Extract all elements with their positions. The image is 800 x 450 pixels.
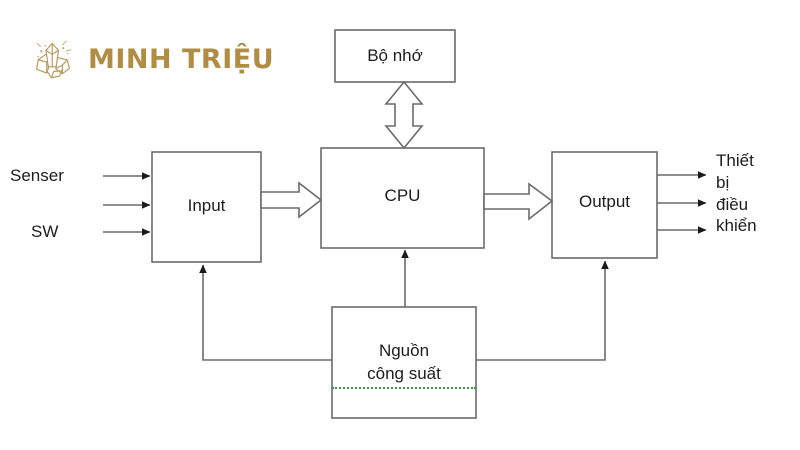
node-cpu[interactable] [321,148,484,248]
brand-name: MINH TRIỆU [88,43,275,75]
node-power-box[interactable] [331,306,477,419]
node-memory-box[interactable] [334,29,456,83]
node-power-label-line1: Nguồn [378,341,430,360]
node-power-label: Nguồn công suất [332,340,476,389]
node-output[interactable] [552,152,657,258]
node-input[interactable] [152,152,261,262]
line-power-to-output [476,260,609,361]
label-control-device: Thiết bị điều khiển [716,150,757,237]
gemstone-cluster-icon [36,40,72,79]
block-arrow-cpu-to-output [483,182,554,221]
node-output-box[interactable] [551,151,658,259]
block-arrow-input-to-cpu [260,181,323,219]
line-power-to-input [199,264,332,361]
block-arrow-memory-cpu [384,80,424,150]
node-cpu-box[interactable] [320,147,485,249]
node-input-box[interactable] [151,151,262,263]
brand-watermark: MINH TRIỆU [28,34,274,84]
node-power-label-line2: công suất [332,363,476,389]
label-sw: SW [31,222,59,241]
node-memory[interactable] [335,30,455,82]
label-control-device-line4: khiển [716,216,757,236]
label-control-device-line1: Thiết [716,151,754,170]
node-power[interactable] [332,307,476,418]
label-control-device-line2: bị [716,172,730,192]
label-control-device-line3: điều [716,194,749,214]
label-senser: Senser [10,166,64,185]
